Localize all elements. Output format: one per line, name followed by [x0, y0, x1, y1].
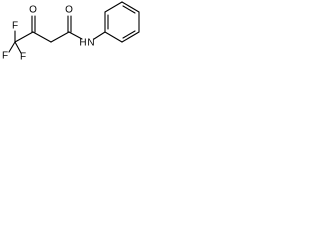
bond-c1-f-bottom [14, 41, 22, 54]
bond-c1-f-left [8, 41, 16, 53]
ring-bond-3 [121, 1, 140, 13]
chemical-structure: F F F O O N H [2, 1, 140, 63]
bond-c3-c4 [50, 31, 70, 43]
ring-bond-6 [104, 31, 123, 43]
ring-bond-5 [121, 31, 140, 43]
atom-o-amide: O [65, 5, 73, 16]
atom-o-ketone: O [29, 5, 37, 16]
atom-f-top: F [12, 21, 18, 32]
atom-f-bottom: F [20, 52, 26, 63]
atom-h-amide: H [79, 38, 86, 49]
bond-c4-n [68, 31, 83, 40]
ring-bond-2 [104, 1, 123, 13]
bond-c2-c3 [32, 31, 52, 43]
bond-n-phenyl [93, 31, 106, 40]
bond-c1-c2 [14, 31, 34, 43]
ring-double-3 [122, 30, 136, 39]
atom-f-left: F [2, 51, 8, 62]
atom-n-amide: N [87, 38, 94, 49]
ring-double-2 [122, 5, 136, 14]
